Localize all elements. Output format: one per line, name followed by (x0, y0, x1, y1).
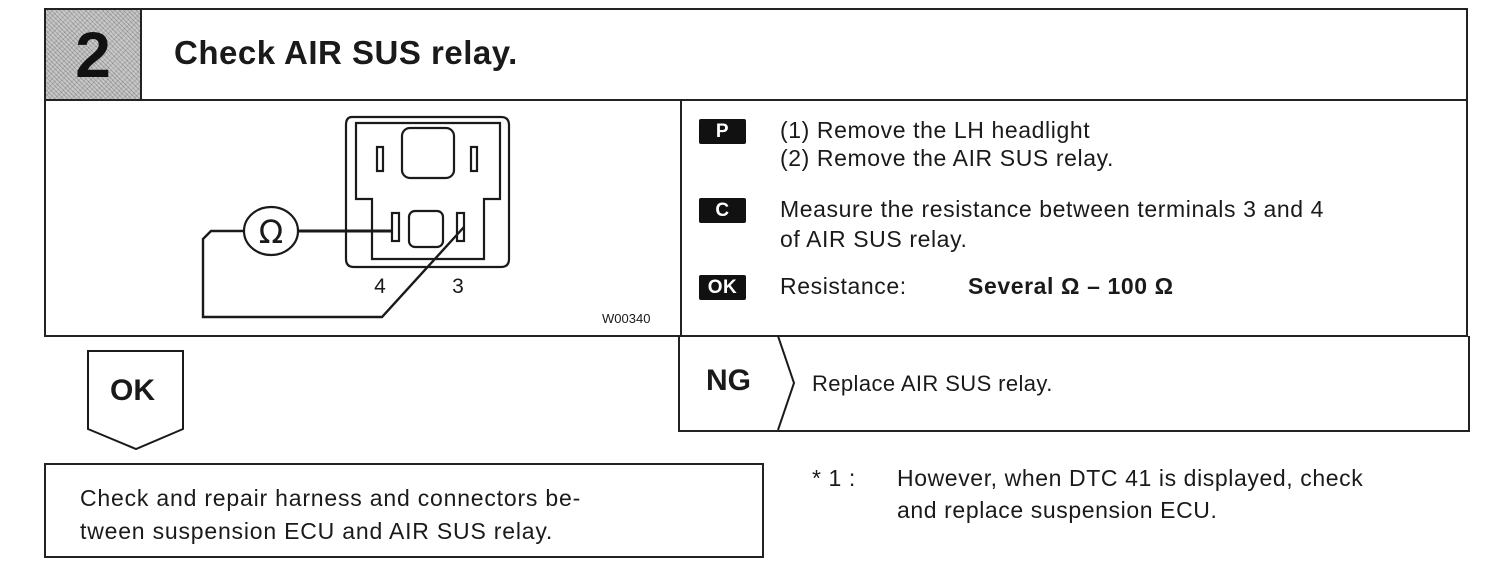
step-header: 2 Check AIR SUS relay. (44, 8, 1468, 101)
relay-lower-square (407, 209, 445, 249)
c-line-1: Measure the resistance between terminals… (780, 196, 1325, 222)
ng-action-text: Replace AIR SUS relay. (812, 371, 1053, 396)
p-step-2: (2) Remove the AIR SUS relay. (780, 145, 1114, 171)
footnote-line-2: and replace suspension ECU. (897, 497, 1218, 523)
column-divider (680, 99, 682, 335)
step-title: Check AIR SUS relay. (174, 34, 518, 71)
ok-arrow-shape (87, 350, 184, 451)
ok-branch-label: OK (110, 374, 155, 407)
inspection-box: Ω 4 3 W00340 P (1) Remove the LH headlig… (44, 99, 1468, 337)
next-step-line-2: tween suspension ECU and AIR SUS relay. (80, 518, 554, 544)
p-step-1: (1) Remove the LH headlight (780, 117, 1091, 143)
relay-diagram: Ω 4 3 (46, 99, 680, 335)
ok-spec-label: Resistance: (780, 273, 907, 299)
relay-outline (344, 115, 511, 269)
relay-connector-illustration: Ω 4 3 (201, 115, 511, 319)
ng-label: NG (706, 364, 751, 397)
next-step-line-1: Check and repair harness and connectors … (80, 485, 582, 511)
footnote-line-1: However, when DTC 41 is displayed, check (897, 465, 1364, 491)
footnote-marker: * 1 : (812, 465, 856, 491)
ohm-symbol: Ω (259, 213, 283, 251)
relay-top-square (400, 126, 456, 180)
p-badge: P (699, 119, 746, 144)
ng-arrow-divider (777, 336, 796, 430)
step-number-box: 2 (46, 10, 142, 99)
terminal-4-pin (390, 211, 401, 243)
c-badge: C (699, 198, 746, 223)
relay-inner-outline (354, 121, 502, 261)
lead-to-terminal-3 (201, 226, 465, 319)
relay-pin-top-right (469, 145, 479, 173)
next-step-box: Check and repair harness and connectors … (44, 463, 764, 558)
figure-code: W00340 (602, 311, 651, 326)
terminal-3-label: 3 (452, 275, 464, 298)
relay-pin-top-left (375, 145, 385, 173)
c-line-2: of AIR SUS relay. (780, 226, 968, 252)
ok-badge: OK (699, 275, 746, 300)
ok-spec-value: Several Ω – 100 Ω (968, 273, 1174, 299)
ng-branch-box: NG Replace AIR SUS relay. (678, 336, 1470, 432)
step-number: 2 (75, 18, 111, 91)
terminal-4-label: 4 (374, 275, 386, 298)
